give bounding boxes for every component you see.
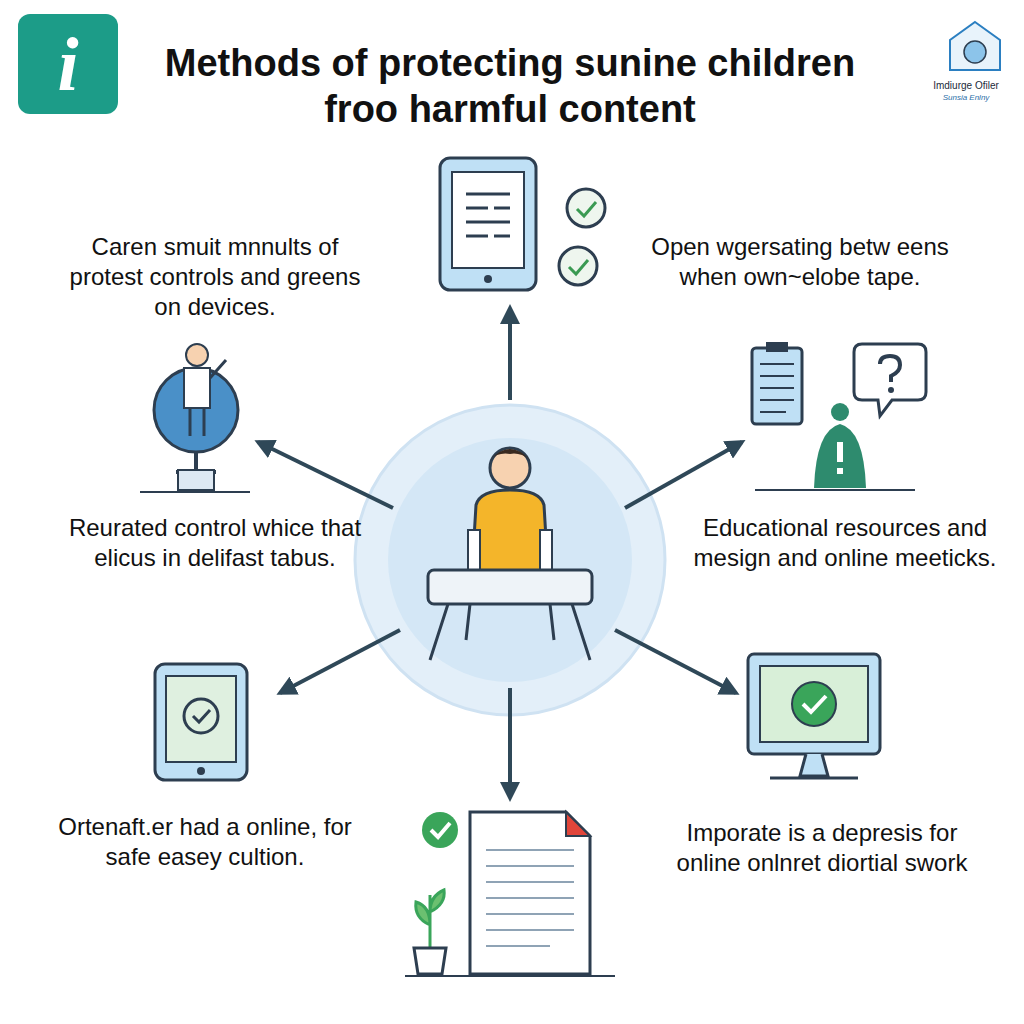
method-text: Imporate is a depresis for online onlnre… xyxy=(672,818,972,878)
arrow xyxy=(615,630,736,693)
clipboard-clip xyxy=(766,342,788,352)
tablet-check-icon xyxy=(155,664,247,780)
method-text: Open wgersating betw eens when own~elobe… xyxy=(650,232,950,292)
child-shirt xyxy=(472,490,548,572)
figure-body xyxy=(814,424,866,488)
table-legs xyxy=(430,604,590,660)
tablet-screen xyxy=(166,676,236,762)
clipboard xyxy=(752,348,802,424)
text-lines xyxy=(466,194,510,236)
document-icon xyxy=(405,812,615,976)
title: Methods of protecting sunine children fr… xyxy=(150,40,870,132)
plant-pot xyxy=(414,948,446,974)
center-disc xyxy=(388,438,632,682)
arrow xyxy=(258,442,393,508)
check-circle xyxy=(422,812,458,848)
chat-bubble xyxy=(567,189,605,227)
logo-subtext: Sunsia Enlny xyxy=(912,93,1020,103)
table-top xyxy=(428,570,592,604)
monitor-stand xyxy=(800,754,828,776)
document xyxy=(470,812,590,974)
person-body xyxy=(184,368,210,408)
ground-line xyxy=(140,491,250,493)
person-limbs xyxy=(190,360,226,436)
arrow xyxy=(508,308,512,400)
child-arm xyxy=(540,530,552,572)
child-at-table xyxy=(428,448,592,660)
question-mark xyxy=(880,356,900,382)
method-text: Educational resources and mesign and onl… xyxy=(690,513,1000,573)
arrow xyxy=(508,688,512,798)
check-mark xyxy=(803,696,826,712)
tablet-body xyxy=(155,664,247,780)
globe-icon xyxy=(140,344,250,492)
plant xyxy=(416,890,444,948)
logo-house xyxy=(950,22,1000,70)
logo-figure xyxy=(964,41,986,63)
help-icon xyxy=(752,342,926,490)
person-head xyxy=(186,344,208,366)
method-text: Ortenaft.er had a online, for safe easey… xyxy=(50,812,360,872)
exclamation-bar xyxy=(837,442,843,462)
monitor-screen xyxy=(760,666,868,742)
child-hair xyxy=(490,449,530,460)
clipboard-lines xyxy=(760,364,794,412)
chat-bubble xyxy=(559,247,597,285)
question-bubble xyxy=(854,344,926,416)
monitor-icon xyxy=(748,654,880,778)
check-mark xyxy=(577,202,596,216)
check-mark xyxy=(193,710,210,722)
tablet-button xyxy=(484,275,492,283)
tablet-button xyxy=(197,767,205,775)
tablet-screen xyxy=(452,172,524,268)
question-dot xyxy=(888,387,894,393)
method-text: Caren smuit mnnults of protest controls … xyxy=(60,232,370,322)
logo-text: Imdiurge Ofiler xyxy=(912,80,1020,92)
globe xyxy=(154,368,238,452)
ground-line xyxy=(405,975,615,977)
check-circle xyxy=(184,699,218,733)
arrow xyxy=(625,442,742,508)
info-icon xyxy=(18,14,118,114)
figure-head xyxy=(831,403,849,421)
document-lines xyxy=(486,850,574,946)
arrow xyxy=(280,630,400,693)
check-circle xyxy=(792,682,836,726)
center-halo xyxy=(355,405,665,715)
info-letter: i xyxy=(18,14,118,114)
monitor-base xyxy=(770,777,858,780)
check-mark xyxy=(569,260,588,274)
tablet-icon xyxy=(440,158,605,290)
method-text: Reurated control whice that elicus in de… xyxy=(60,513,370,573)
check-mark xyxy=(431,823,450,837)
document-corner xyxy=(566,812,590,836)
logo xyxy=(950,22,1000,70)
ground-line xyxy=(755,489,915,491)
child-arm xyxy=(468,530,480,572)
tablet-body xyxy=(440,158,536,290)
child-head xyxy=(490,448,530,488)
globe-base xyxy=(178,470,214,490)
monitor-body xyxy=(748,654,880,754)
exclamation-dot xyxy=(837,468,843,474)
